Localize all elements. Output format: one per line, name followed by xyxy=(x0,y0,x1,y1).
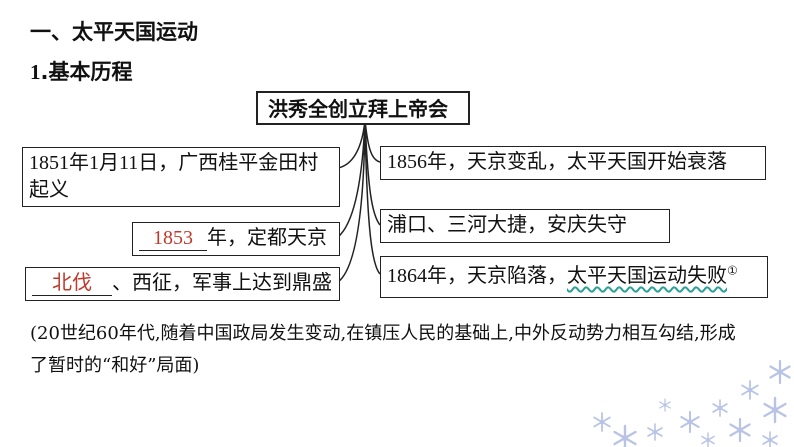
snowflake-icon xyxy=(729,417,751,443)
snowflake-icon xyxy=(762,431,778,447)
subheading-number: 1 xyxy=(30,60,41,84)
note-paragraph: (20世纪60年代,随着中国政局发生变动,在镇压人民的基础上,中外反动势力相互勾… xyxy=(30,323,736,376)
subheading: 1.基本历程 xyxy=(30,60,132,84)
left-box-3-text: 、西征，军事上达到鼎盛 xyxy=(112,272,332,294)
answer-blank-beifa: 北伐 xyxy=(32,271,112,296)
right-box-3-underlined: 太平天国运动失败 xyxy=(567,265,727,287)
snowflake-icon xyxy=(613,424,637,447)
snowflake-icon xyxy=(769,360,791,385)
subheading-text: .基本历程 xyxy=(40,60,133,84)
left-box-1-line1: 1851年1月11日，广西桂平金田村 xyxy=(29,152,319,174)
connector-left-3 xyxy=(337,119,366,283)
snowflake-icon xyxy=(701,432,715,447)
footnote-marker: ① xyxy=(727,263,738,278)
snowflake-icon xyxy=(763,396,787,424)
section-heading: 一、太平天国运动 xyxy=(30,20,198,44)
connector-left-1 xyxy=(337,119,366,169)
right-box-2: 浦口、三河大捷，安庆失守 xyxy=(380,209,670,243)
center-box-label: 洪秀全创立拜上帝会 xyxy=(268,97,448,121)
right-box-3-prefix: 1864年，天京陷落， xyxy=(387,265,567,287)
right-box-2-text: 浦口、三河大捷，安庆失守 xyxy=(387,214,627,236)
connector-left-2 xyxy=(337,119,366,238)
right-box-1-text: 1856年，天京变乱，太平天国开始衰落 xyxy=(387,151,727,173)
left-box-3: 北伐、西征，军事上达到鼎盛 xyxy=(25,267,340,301)
snowflake-icon xyxy=(741,380,759,400)
connector-right-3 xyxy=(364,119,381,275)
center-box: 洪秀全创立拜上帝会 xyxy=(256,91,470,125)
right-box-1: 1856年，天京变乱，太平天国开始衰落 xyxy=(380,146,766,180)
snowflake-decoration xyxy=(593,360,791,447)
snowflake-icon xyxy=(712,399,728,417)
left-box-1: 1851年1月11日，广西桂平金田村 起义 xyxy=(22,147,340,207)
snowflake-icon xyxy=(659,398,671,412)
left-box-1-line2: 起义 xyxy=(29,179,69,201)
snowflake-icon xyxy=(593,412,611,432)
snowflake-icon xyxy=(647,423,663,441)
answer-blank-1853: 1853 xyxy=(139,226,207,251)
snowflake-icon xyxy=(680,411,700,433)
right-box-3: 1864年，天京陷落，太平天国运动失败① xyxy=(380,256,768,298)
left-box-2-text: 年，定都天京 xyxy=(207,227,327,249)
